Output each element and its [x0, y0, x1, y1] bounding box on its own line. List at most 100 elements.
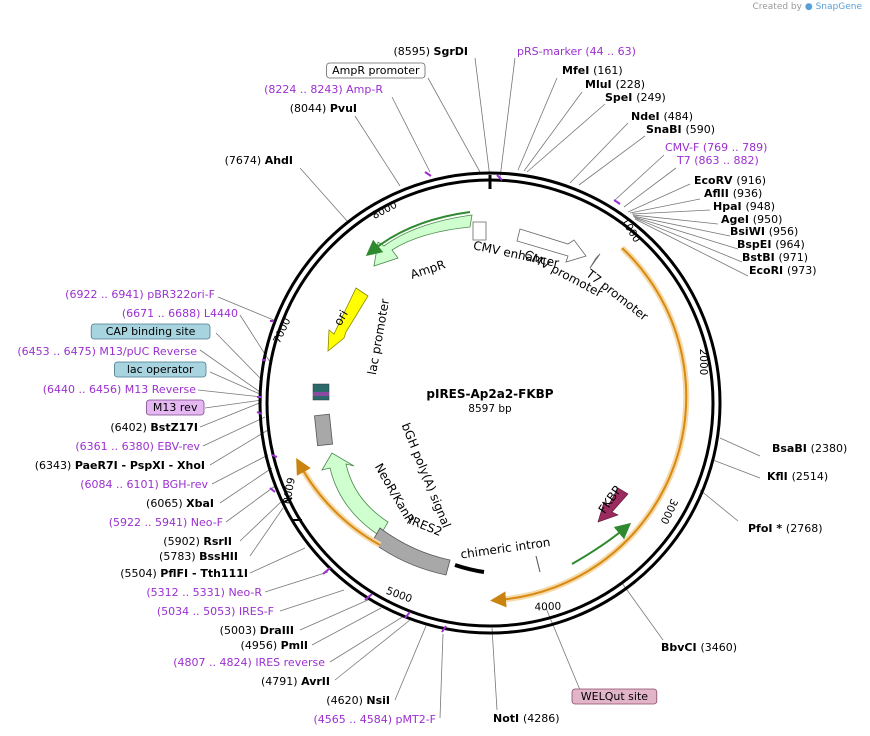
- ring-tick-label: 4000: [534, 601, 561, 614]
- left-site-label[interactable]: (5902) RsrII: [163, 535, 232, 548]
- right-site-label[interactable]: HpaI (948): [713, 200, 775, 213]
- svg-text:EcoRV (916): EcoRV (916): [694, 174, 766, 187]
- left-site-label[interactable]: (6922 .. 6941) pBR322ori-F: [65, 288, 215, 301]
- t7-promoter-arrow: [589, 253, 601, 269]
- ampr-label: AmpR: [409, 257, 447, 281]
- svg-text:AmpR promoter: AmpR promoter: [332, 64, 420, 77]
- right-site-label[interactable]: SnaBI (590): [646, 123, 715, 136]
- right-site-label[interactable]: AflII (936): [704, 187, 762, 200]
- left-site-labels: (8595) SgrDI AmpR promoter (8224 .. 8243) …: [17, 45, 468, 726]
- svg-text:MfeI (161): MfeI (161): [562, 64, 623, 77]
- left-site-label[interactable]: (5034 .. 5053) IRES-F: [157, 605, 274, 618]
- right-site-label[interactable]: EcoRI (973): [749, 264, 817, 277]
- left-site-label[interactable]: (8044) PvuI: [290, 102, 357, 115]
- left-site-label[interactable]: AmpR promoter: [326, 62, 426, 79]
- svg-text:AflII (936): AflII (936): [704, 187, 762, 200]
- left-site-label[interactable]: (6671 .. 6688) L4440: [122, 307, 238, 320]
- svg-text:KflI (2514): KflI (2514): [767, 470, 828, 483]
- left-site-label[interactable]: CAP binding site: [90, 323, 211, 340]
- svg-text:EcoRI (973): EcoRI (973): [749, 264, 817, 277]
- left-site-label[interactable]: (6453 .. 6475) M13/pUC Reverse: [17, 345, 197, 358]
- right-site-label[interactable]: AgeI (950): [721, 213, 782, 226]
- left-site-label[interactable]: (5922 .. 5941) Neo-F: [109, 516, 223, 529]
- svg-text:BstBI (971): BstBI (971): [742, 251, 808, 264]
- svg-text:(6402) BstZ17I: (6402) BstZ17I: [110, 421, 198, 434]
- right-site-label[interactable]: BsiWI (956): [730, 225, 798, 238]
- right-site-label[interactable]: BbvCI (3460): [661, 641, 737, 654]
- left-site-label[interactable]: (7674) AhdI: [225, 154, 293, 167]
- left-site-label[interactable]: (6402) BstZ17I: [110, 421, 198, 434]
- svg-text:AgeI (950): AgeI (950): [721, 213, 782, 226]
- svg-text:SpeI (249): SpeI (249): [605, 91, 666, 104]
- right-site-label[interactable]: T7 (863 .. 882): [676, 154, 759, 167]
- orange-orf-main: [490, 247, 688, 608]
- left-site-label[interactable]: (5783) BssHII: [159, 550, 238, 563]
- right-site-label[interactable]: CMV-F (769 .. 789): [665, 141, 767, 154]
- right-site-label[interactable]: BsaBI (2380): [772, 442, 847, 455]
- right-site-label[interactable]: BstBI (971): [742, 251, 808, 264]
- ring-tick-label: 8000: [370, 199, 399, 222]
- svg-text:(6671 .. 6688) L4440: (6671 .. 6688) L4440: [122, 307, 238, 320]
- right-site-label[interactable]: EcoRV (916): [694, 174, 766, 187]
- svg-text:MluI (228): MluI (228): [585, 78, 645, 91]
- lac-promoter-label: lac promoter: [365, 298, 392, 376]
- svg-text:PfoI * (2768): PfoI * (2768): [748, 522, 823, 535]
- left-site-label[interactable]: (6065) XbaI: [146, 497, 214, 510]
- left-site-label[interactable]: (4791) AvrII: [261, 675, 330, 688]
- right-site-label[interactable]: KflI (2514): [767, 470, 828, 483]
- svg-text:(5783) BssHII: (5783) BssHII: [159, 550, 238, 563]
- right-site-label[interactable]: WELQut site: [571, 688, 658, 705]
- left-site-label[interactable]: (6361 .. 6380) EBV-rev: [75, 440, 200, 453]
- svg-text:(4565 .. 4584) pMT2-F: (4565 .. 4584) pMT2-F: [313, 713, 436, 726]
- svg-text:WELQut site: WELQut site: [581, 690, 648, 703]
- right-site-label[interactable]: MfeI (161): [562, 64, 623, 77]
- right-site-label[interactable]: BspEI (964): [737, 238, 805, 251]
- left-site-label[interactable]: (4956) PmlI: [241, 639, 308, 652]
- left-site-label[interactable]: (4807 .. 4824) IRES reverse: [173, 656, 325, 669]
- svg-text:M13 rev: M13 rev: [153, 401, 198, 414]
- svg-text:(4620) NsiI: (4620) NsiI: [326, 694, 390, 707]
- right-site-labels: pRS-marker (44 .. 63) MfeI (161)MluI (228…: [493, 45, 847, 725]
- svg-text:(5504) PflFI - Tth111I: (5504) PflFI - Tth111I: [120, 567, 248, 580]
- fkbp-orf-line: [571, 522, 632, 565]
- svg-text:(5922 .. 5941) Neo-F: (5922 .. 5941) Neo-F: [109, 516, 223, 529]
- svg-text:(8224 .. 8243) Amp-R: (8224 .. 8243) Amp-R: [264, 83, 383, 96]
- left-site-label[interactable]: (8224 .. 8243) Amp-R: [264, 83, 383, 96]
- left-site-label[interactable]: (4620) NsiI: [326, 694, 390, 707]
- left-site-label[interactable]: (6343) PaeR7I - PspXI - XhoI: [35, 459, 205, 472]
- ring-tick-label: 1000: [618, 216, 642, 245]
- left-site-label[interactable]: M13 rev: [145, 399, 205, 416]
- right-site-label[interactable]: PfoI * (2768): [748, 522, 823, 535]
- left-site-label[interactable]: (5504) PflFI - Tth111I: [120, 567, 248, 580]
- svg-text:(8595) SgrDI: (8595) SgrDI: [393, 45, 468, 58]
- svg-text:(6361 .. 6380) EBV-rev: (6361 .. 6380) EBV-rev: [75, 440, 200, 453]
- feature-layer: [256, 171, 690, 633]
- svg-text:(4807 .. 4824) IRES reverse: (4807 .. 4824) IRES reverse: [173, 656, 325, 669]
- right-site-label[interactable]: MluI (228): [585, 78, 645, 91]
- svg-text:BbvCI (3460): BbvCI (3460): [661, 641, 737, 654]
- left-site-label[interactable]: lac operator: [114, 361, 207, 378]
- chimeric-intron-bar: [454, 563, 485, 574]
- leader-lines: [197, 57, 761, 719]
- orange-orf-left: [296, 457, 381, 546]
- svg-text:SnaBI (590): SnaBI (590): [646, 123, 715, 136]
- svg-text:(6343) PaeR7I - PspXI - XhoI: (6343) PaeR7I - PspXI - XhoI: [35, 459, 205, 472]
- credit-brand: SnapGene: [815, 2, 862, 12]
- cmv-small-block: [472, 221, 487, 241]
- left-site-label[interactable]: (4565 .. 4584) pMT2-F: [313, 713, 436, 726]
- left-site-label[interactable]: (5003) DraIII: [220, 624, 294, 637]
- right-site-label[interactable]: NotI (4286): [493, 712, 560, 725]
- plasmid-length: 8597 bp: [468, 403, 512, 415]
- ori-arrow: [327, 287, 369, 352]
- left-site-label[interactable]: (5312 .. 5331) Neo-R: [146, 586, 262, 599]
- right-site-label[interactable]: SpeI (249): [605, 91, 666, 104]
- svg-text:NdeI (484): NdeI (484): [631, 110, 693, 123]
- left-site-label[interactable]: (6440 .. 6456) M13 Reverse: [43, 383, 196, 396]
- svg-text:HpaI (948): HpaI (948): [713, 200, 775, 213]
- left-site-label[interactable]: (8595) SgrDI: [393, 45, 468, 58]
- right-site-label[interactable]: pRS-marker (44 .. 63): [517, 45, 636, 58]
- cmv-enhancer-arrow: [516, 228, 587, 263]
- backbone-ring: [258, 171, 722, 635]
- left-site-label[interactable]: (6084 .. 6101) BGH-rev: [80, 478, 208, 491]
- right-site-label[interactable]: NdeI (484): [631, 110, 693, 123]
